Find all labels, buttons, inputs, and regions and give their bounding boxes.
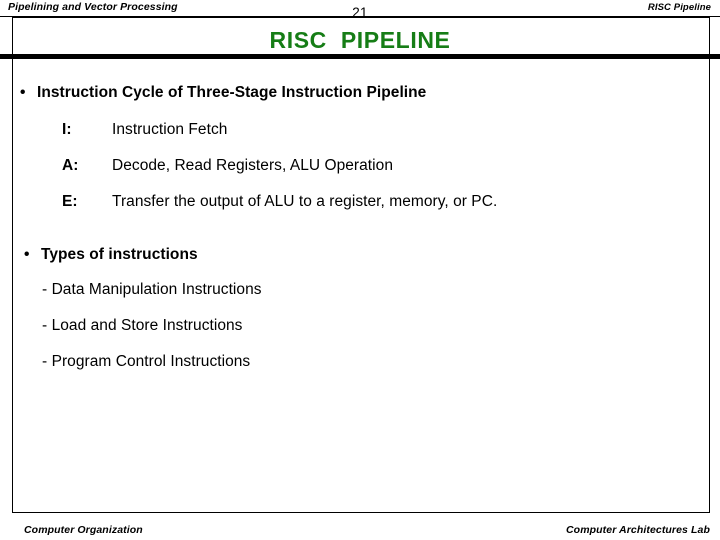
- stage-value-a: Decode, Read Registers, ALU Operation: [112, 157, 394, 174]
- bullet-types-label: Types of instructions: [41, 246, 198, 263]
- sub-item-program-control: - Program Control Instructions: [42, 353, 251, 370]
- header-divider-rule: [0, 16, 720, 17]
- slide-content-frame: [12, 17, 710, 513]
- bullet-instruction-cycle-label: Instruction Cycle of Three-Stage Instruc…: [37, 84, 427, 101]
- bullet-marker-icon: •: [24, 246, 30, 263]
- stage-row-alu: A: Decode, Read Registers, ALU Operation: [62, 157, 393, 175]
- stage-key-e: E:: [62, 193, 78, 210]
- footer-right-label: Computer Architectures Lab: [566, 524, 710, 536]
- stage-value-e: Transfer the output of ALU to a register…: [112, 193, 498, 210]
- header-left-title: Pipelining and Vector Processing: [8, 1, 178, 13]
- bullet-instruction-cycle: • Instruction Cycle of Three-Stage Instru…: [20, 84, 426, 102]
- title-underline-bar: [0, 54, 720, 59]
- stage-key-a: A:: [62, 157, 79, 174]
- stage-value-i: Instruction Fetch: [112, 121, 228, 138]
- stage-key-i: I:: [62, 121, 72, 138]
- header-right-topic: RISC Pipeline: [647, 2, 711, 13]
- stage-row-fetch: I: Instruction Fetch: [62, 121, 227, 139]
- footer-left-label: Computer Organization: [24, 524, 143, 536]
- bullet-types-of-instructions: • Types of instructions: [24, 246, 198, 264]
- sub-item-data-manipulation: - Data Manipulation Instructions: [42, 281, 262, 298]
- slide-title: RISC PIPELINE: [269, 27, 451, 53]
- sub-item-load-store: - Load and Store Instructions: [42, 317, 243, 334]
- stage-row-execute: E: Transfer the output of ALU to a regist…: [62, 193, 497, 211]
- bullet-marker-icon: •: [20, 84, 26, 101]
